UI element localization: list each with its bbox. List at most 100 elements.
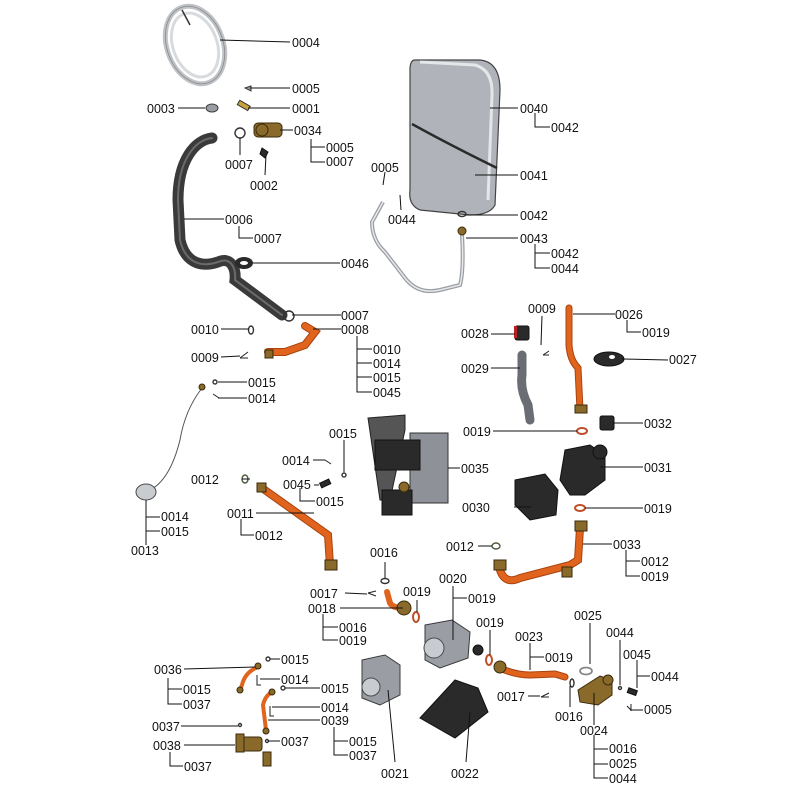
part-0021-pump[interactable] xyxy=(361,654,401,706)
label-0005[interactable]: 0005 xyxy=(292,82,320,96)
label-0017-b[interactable]: 0017 xyxy=(497,690,525,704)
part-0020-pump[interactable] xyxy=(423,619,484,669)
part-0024-brass-valve[interactable] xyxy=(577,674,614,706)
label-0009[interactable]: 0009 xyxy=(191,351,219,365)
label-0045-sub[interactable]: 0045 xyxy=(373,386,401,400)
label-0014-c[interactable]: 0014 xyxy=(161,510,189,524)
part-0040-expansion-tank[interactable] xyxy=(409,59,501,216)
label-0002[interactable]: 0002 xyxy=(250,179,278,193)
label-0042-sub[interactable]: 0042 xyxy=(551,121,579,135)
label-0044-sub[interactable]: 0044 xyxy=(551,262,579,276)
part-0013-pressure-gauge[interactable] xyxy=(135,383,206,501)
label-0034[interactable]: 0034 xyxy=(294,124,322,138)
part-0025-washer[interactable] xyxy=(579,666,593,676)
label-0007-sub[interactable]: 0007 xyxy=(326,155,354,169)
part-0015-oring-d[interactable] xyxy=(265,656,271,662)
part-0007-clamp-b[interactable] xyxy=(283,310,295,322)
part-0032-vent[interactable] xyxy=(599,415,615,431)
label-0014-d[interactable]: 0014 xyxy=(281,673,309,687)
label-0019-sub-c[interactable]: 0019 xyxy=(468,592,496,606)
label-0045-b[interactable]: 0045 xyxy=(623,648,651,662)
label-0046[interactable]: 0046 xyxy=(341,257,369,271)
part-0031-pump-housing[interactable] xyxy=(559,444,608,496)
label-0006[interactable]: 0006 xyxy=(225,213,253,227)
label-0043[interactable]: 0043 xyxy=(520,232,548,246)
part-0019-oring-a[interactable] xyxy=(576,427,588,435)
part-0037-oring-a[interactable] xyxy=(237,722,243,728)
part-0012-oring-b[interactable] xyxy=(491,542,501,550)
label-0029[interactable]: 0029 xyxy=(461,362,489,376)
label-0015-sub-b[interactable]: 0015 xyxy=(316,495,344,509)
label-0012[interactable]: 0012 xyxy=(191,473,219,487)
label-0022[interactable]: 0022 xyxy=(451,767,479,781)
part-0043-flex-pipe[interactable] xyxy=(369,201,467,294)
part-0038-brass-valve[interactable] xyxy=(235,733,272,767)
label-0042-sub-b[interactable]: 0042 xyxy=(551,247,579,261)
label-0016-sub[interactable]: 0016 xyxy=(339,621,367,635)
label-0003[interactable]: 0003 xyxy=(147,102,175,116)
label-0044-sub-b[interactable]: 0044 xyxy=(651,670,679,684)
part-0015-oring-a[interactable] xyxy=(212,379,218,385)
label-0036[interactable]: 0036 xyxy=(154,663,182,677)
label-0014-e[interactable]: 0014 xyxy=(321,701,349,715)
label-0009-b[interactable]: 0009 xyxy=(528,302,556,316)
part-0042-oring[interactable] xyxy=(457,210,467,218)
part-0015-oring-b[interactable] xyxy=(341,472,347,478)
part-0022-insulation-shell[interactable] xyxy=(419,679,489,739)
label-0016[interactable]: 0016 xyxy=(370,546,398,560)
part-0010-oring[interactable] xyxy=(247,325,255,335)
part-0014-clip-d[interactable] xyxy=(256,675,261,686)
part-0044-oring[interactable] xyxy=(617,685,623,691)
part-0028-valve[interactable] xyxy=(514,325,530,341)
label-0016-sub-b[interactable]: 0016 xyxy=(609,742,637,756)
part-0019-oring-d[interactable] xyxy=(485,654,493,666)
label-0019-c[interactable]: 0019 xyxy=(403,585,431,599)
label-0020[interactable]: 0020 xyxy=(439,572,467,586)
label-0028[interactable]: 0028 xyxy=(461,327,489,341)
label-0015-e[interactable]: 0015 xyxy=(321,682,349,696)
part-0046-washer[interactable] xyxy=(235,257,253,269)
part-0023-copper-pipe[interactable] xyxy=(493,660,569,681)
part-0039-copper-pipe[interactable] xyxy=(260,688,276,735)
part-0004-coiled-tube[interactable] xyxy=(155,0,235,92)
label-0035[interactable]: 0035 xyxy=(461,462,489,476)
label-0001[interactable]: 0001 xyxy=(292,102,320,116)
part-0005-clip-c[interactable] xyxy=(626,704,632,712)
part-0014-clip-b[interactable] xyxy=(324,459,332,465)
label-0019-d[interactable]: 0019 xyxy=(476,616,504,630)
part-0006-hose[interactable] xyxy=(172,132,288,321)
label-0015-b[interactable]: 0015 xyxy=(329,427,357,441)
part-0007-clamp[interactable] xyxy=(234,127,246,139)
part-0034-brass-fitting[interactable] xyxy=(253,122,283,138)
part-0014-clip-a[interactable] xyxy=(212,393,220,399)
label-0038[interactable]: 0038 xyxy=(153,739,181,753)
label-0037-sub-c[interactable]: 0037 xyxy=(184,760,212,774)
label-0014-sub[interactable]: 0014 xyxy=(373,357,401,371)
label-0007-b[interactable]: 0007 xyxy=(341,309,369,323)
label-0037-sub[interactable]: 0037 xyxy=(183,698,211,712)
part-0009-clip[interactable] xyxy=(239,351,249,359)
part-0017-clip-a[interactable] xyxy=(367,590,377,597)
label-0012-sub[interactable]: 0012 xyxy=(255,529,283,543)
label-0037-sub-b[interactable]: 0037 xyxy=(349,749,377,763)
part-0035-hydro-block[interactable] xyxy=(367,414,449,516)
label-0015-sub[interactable]: 0015 xyxy=(373,371,401,385)
label-0025-sub[interactable]: 0025 xyxy=(609,757,637,771)
part-0009-clip-b[interactable] xyxy=(542,350,550,356)
label-0019-sub-b[interactable]: 0019 xyxy=(641,570,669,584)
label-0007[interactable]: 0007 xyxy=(225,158,253,172)
part-0019-oring-c[interactable] xyxy=(412,611,420,623)
label-0019[interactable]: 0019 xyxy=(463,425,491,439)
label-0037[interactable]: 0037 xyxy=(152,720,180,734)
label-0039[interactable]: 0039 xyxy=(321,714,349,728)
part-0008-copper-pipe[interactable] xyxy=(264,322,321,359)
part-0027-gasket[interactable] xyxy=(593,351,625,367)
label-0031[interactable]: 0031 xyxy=(644,461,672,475)
label-0012-b[interactable]: 0012 xyxy=(446,540,474,554)
part-0029-hose[interactable] xyxy=(517,350,535,425)
label-0044[interactable]: 0044 xyxy=(388,213,416,227)
part-0033-copper-pipe[interactable] xyxy=(493,520,588,585)
label-0042[interactable]: 0042 xyxy=(520,209,548,223)
label-0024[interactable]: 0024 xyxy=(580,724,608,738)
label-0019-sub[interactable]: 0019 xyxy=(642,326,670,340)
